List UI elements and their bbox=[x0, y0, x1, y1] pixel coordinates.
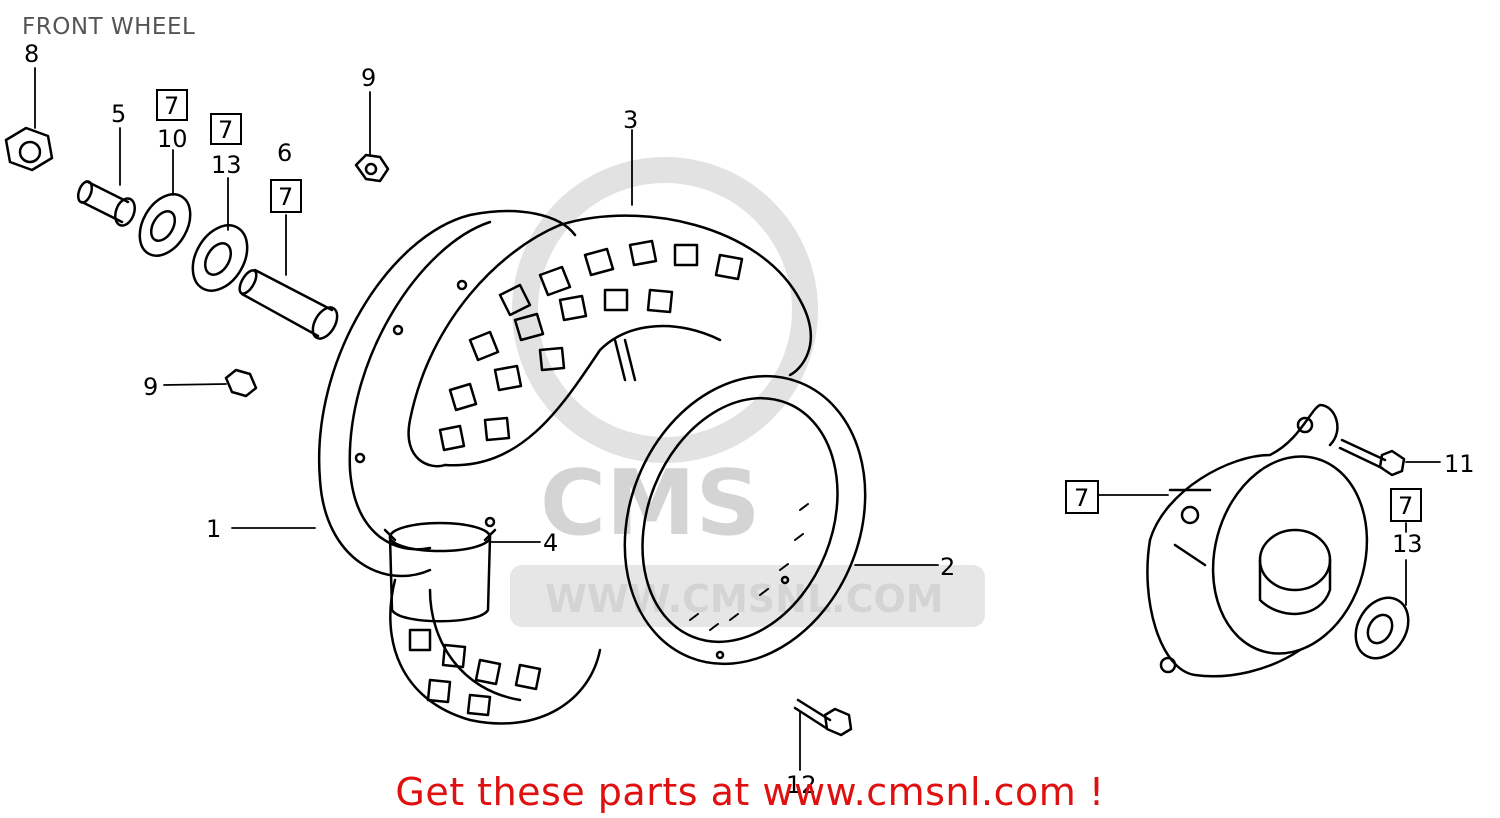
callout-9-top: 9 bbox=[361, 64, 376, 92]
bolt-part-12 bbox=[793, 698, 853, 737]
tire-part bbox=[389, 214, 813, 725]
callout-12: 12 bbox=[786, 771, 817, 799]
ref-box-1: 7 bbox=[156, 89, 188, 121]
callout-6: 6 bbox=[277, 139, 292, 167]
ref-box-4: 7 bbox=[1065, 480, 1099, 514]
callout-3: 3 bbox=[623, 106, 638, 134]
nut-part-8 bbox=[4, 126, 54, 172]
bearing-part-13-right bbox=[1354, 596, 1410, 660]
callout-2: 2 bbox=[940, 553, 955, 581]
reference-boxes: 7 7 7 7 7 bbox=[156, 89, 1422, 522]
callout-8: 8 bbox=[24, 40, 39, 68]
callout-13-left: 13 bbox=[211, 151, 242, 179]
callout-labels: 8 5 10 13 6 9 3 9 1 4 2 11 13 12 bbox=[24, 40, 1475, 799]
wheel-hub-part bbox=[1146, 403, 1369, 678]
bolt-part-11 bbox=[1338, 438, 1406, 477]
distance-collar-part-6 bbox=[238, 268, 339, 340]
ref-box-3: 7 bbox=[270, 179, 302, 213]
ref-box-3-number: 7 bbox=[278, 183, 293, 211]
callout-4: 4 bbox=[543, 529, 558, 557]
callout-11: 11 bbox=[1444, 450, 1475, 478]
spacer-part-5 bbox=[76, 180, 136, 227]
ref-box-4-number: 7 bbox=[1074, 484, 1089, 512]
ref-box-5: 7 bbox=[1390, 488, 1422, 522]
callout-13-right: 13 bbox=[1392, 530, 1423, 558]
callout-10: 10 bbox=[157, 125, 188, 153]
watermark: CMS WWW.CMSNL.COM bbox=[510, 157, 985, 627]
nut-part-9-top bbox=[354, 153, 390, 183]
nut-part-9-left bbox=[224, 368, 258, 398]
diagram-title: FRONT WHEEL bbox=[22, 14, 196, 40]
bearing-part-10 bbox=[138, 193, 192, 257]
callout-1: 1 bbox=[206, 515, 221, 543]
inner-tube-part bbox=[623, 374, 867, 666]
callout-9-left: 9 bbox=[143, 373, 158, 401]
ref-box-2: 7 bbox=[210, 113, 242, 145]
valve-stem bbox=[613, 338, 637, 382]
ref-box-1-number: 7 bbox=[164, 92, 179, 120]
rim-band-part bbox=[383, 521, 497, 623]
ref-box-5-number: 7 bbox=[1398, 492, 1413, 520]
watermark-url: WWW.CMSNL.COM bbox=[545, 577, 944, 621]
ref-box-2-number: 7 bbox=[218, 116, 233, 144]
bearing-part-13-left bbox=[191, 224, 249, 292]
leader-lines bbox=[34, 67, 1441, 771]
watermark-logo-ring bbox=[512, 157, 818, 463]
footer-promo-link[interactable]: Get these parts at www.cmsnl.com ! bbox=[395, 770, 1105, 814]
watermark-logo-text: CMS bbox=[540, 451, 760, 556]
callout-5: 5 bbox=[111, 100, 126, 128]
